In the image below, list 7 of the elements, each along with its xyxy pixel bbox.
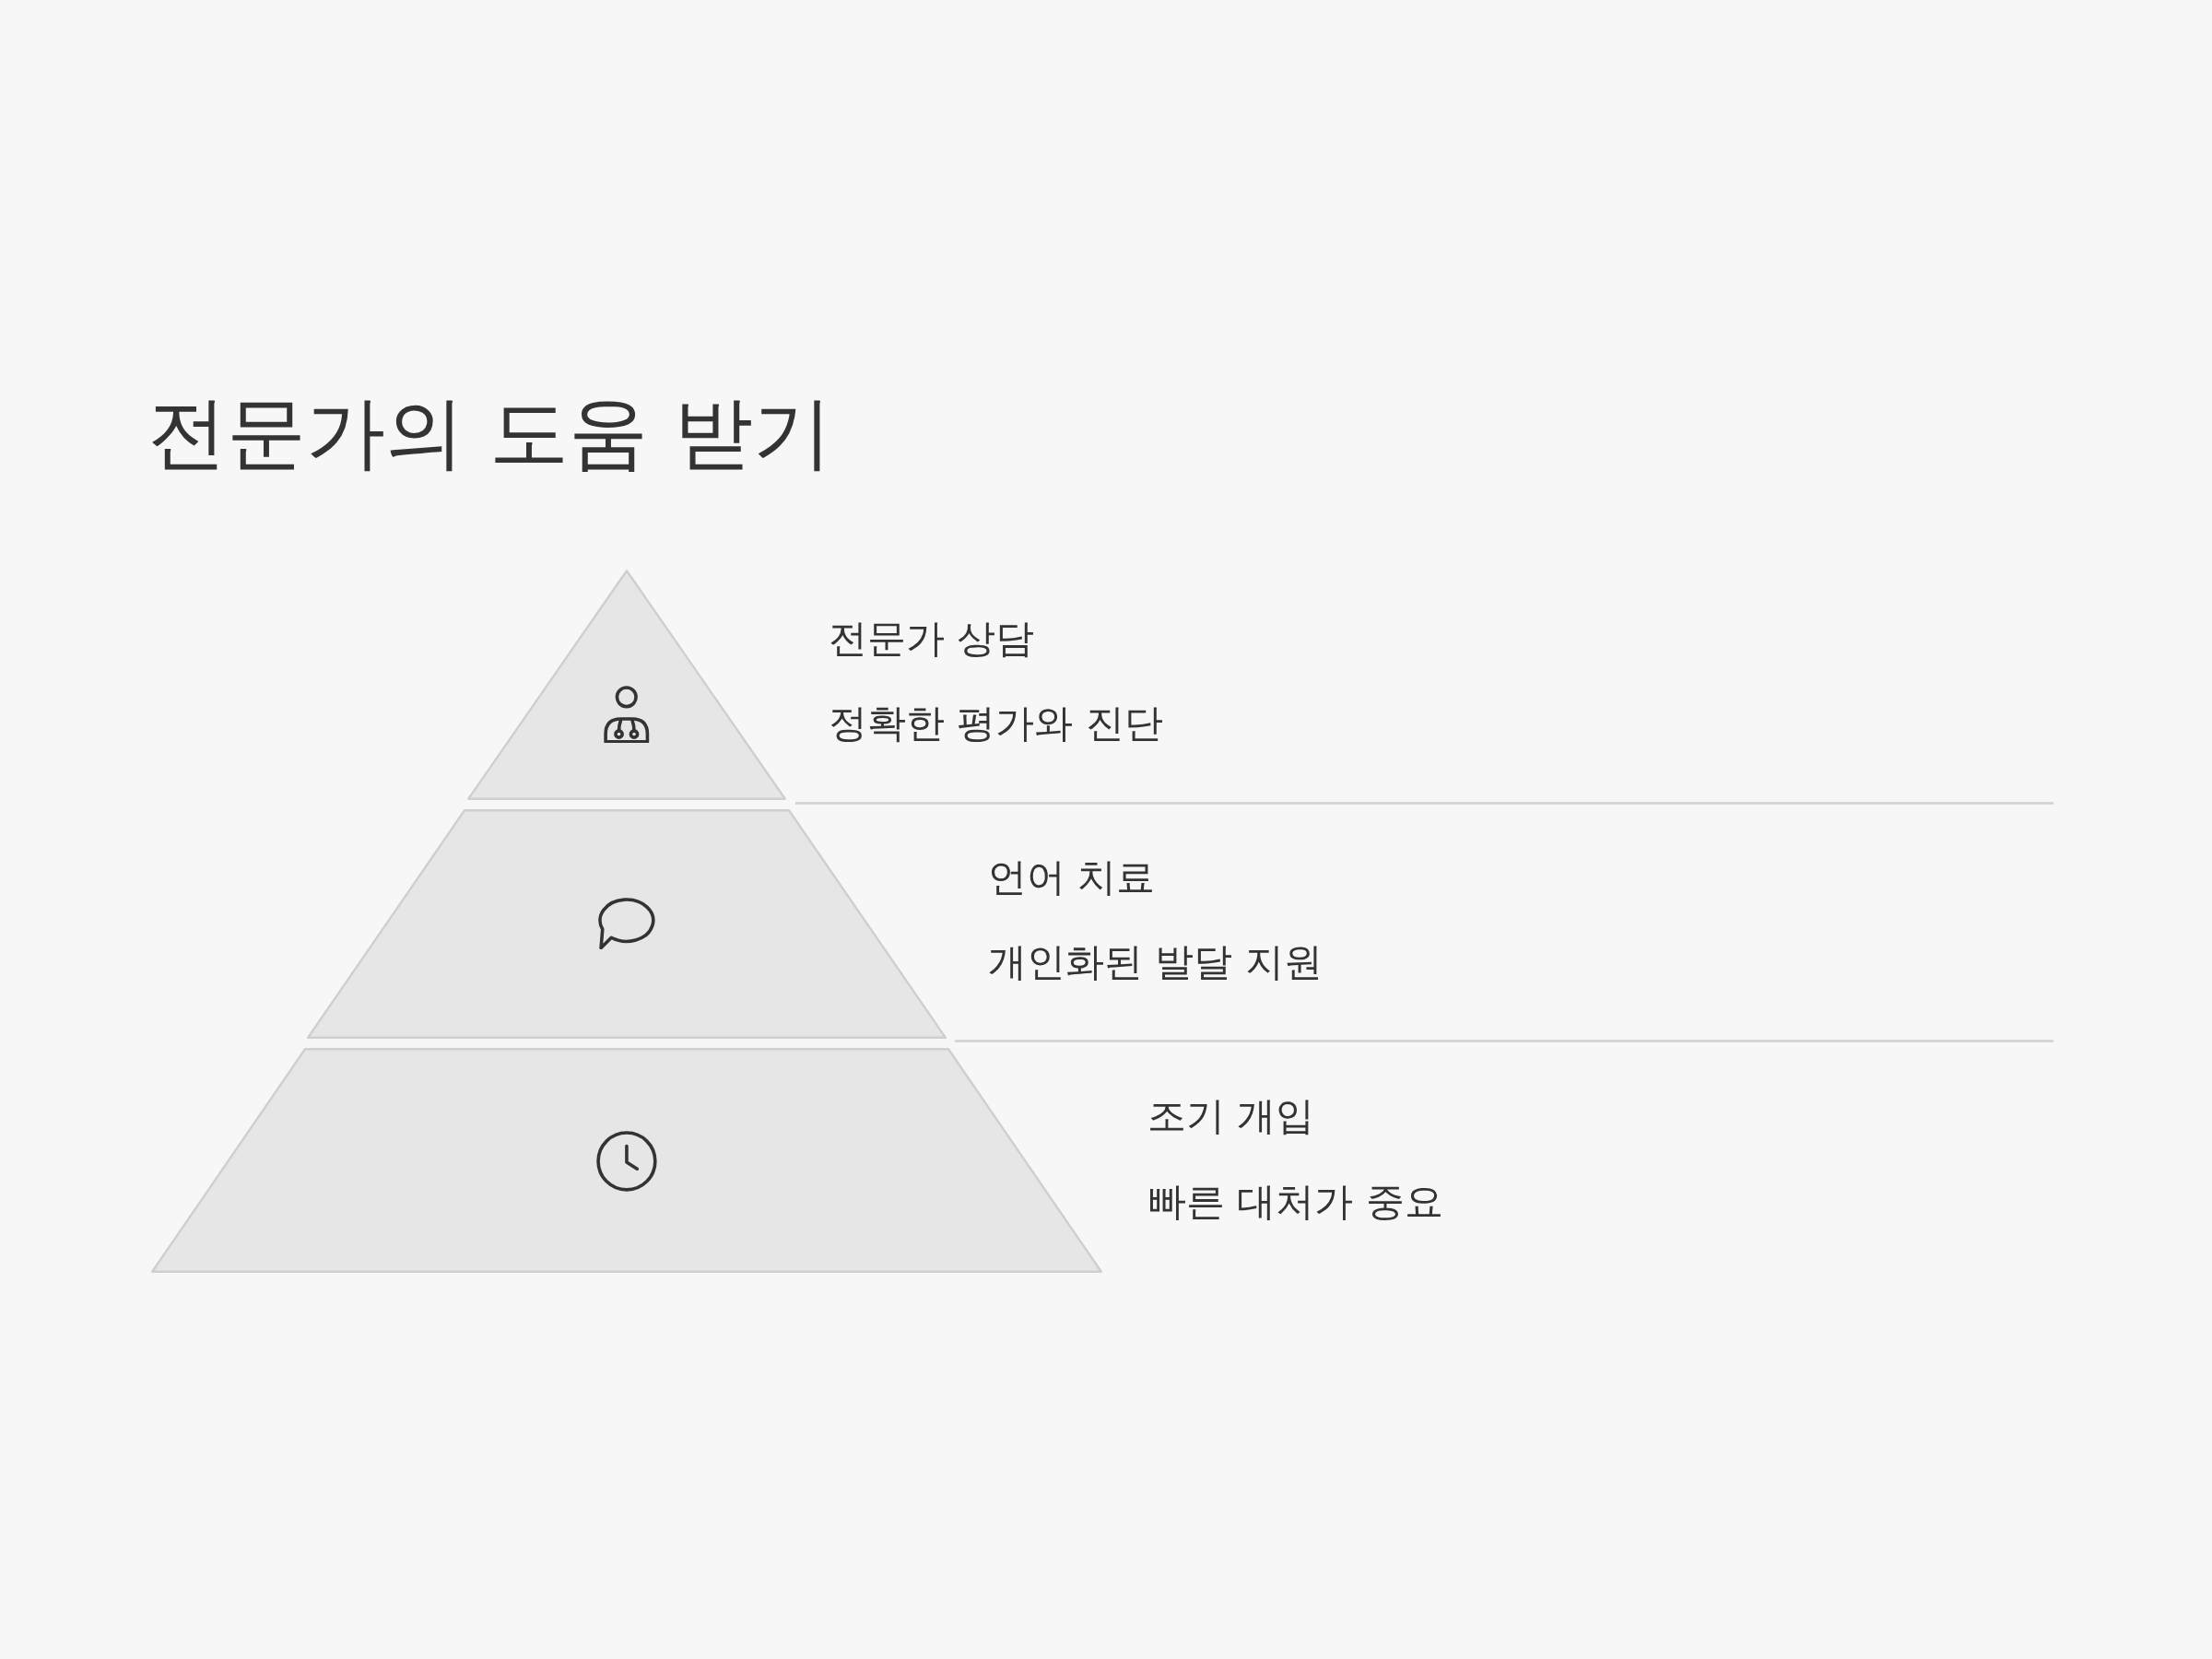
tier-description: 개인화된 발달 지원 bbox=[988, 938, 1323, 986]
tier-heading: 언어 치료 bbox=[988, 853, 1156, 901]
tier-heading: 조기 개입 bbox=[1147, 1092, 1315, 1140]
tier-description: 빠른 대처가 중요 bbox=[1147, 1178, 1443, 1226]
diagram-title: 전문가의 도움 받기 bbox=[147, 385, 832, 480]
tier-heading: 전문가 상담 bbox=[829, 615, 1035, 663]
tier-description: 정확한 평가와 진단 bbox=[829, 700, 1163, 747]
